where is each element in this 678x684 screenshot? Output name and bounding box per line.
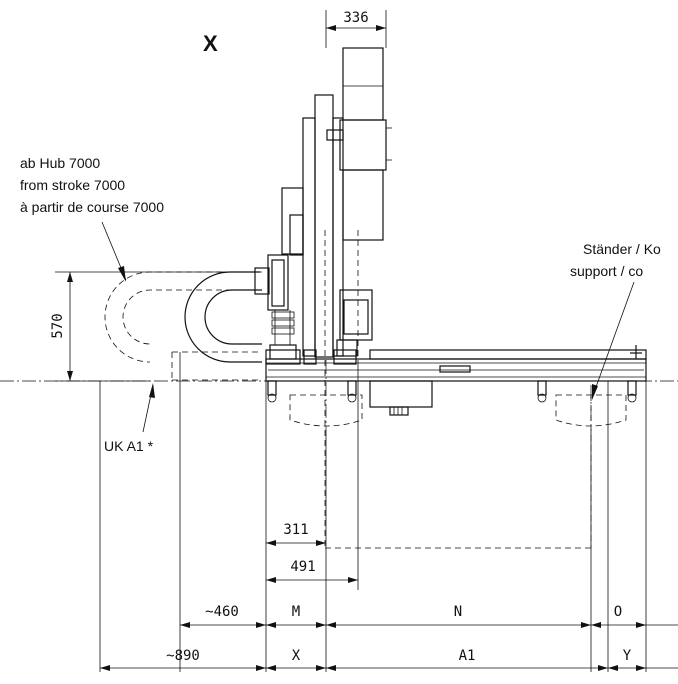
dim-m-text: M: [292, 604, 300, 620]
dim-x-text: X: [292, 648, 301, 664]
stroke-note: ab Hub 7000 from stroke 7000 à partir de…: [20, 155, 164, 282]
stand-note: Ständer / Ko support / co: [570, 241, 661, 400]
dim-y-text: Y: [623, 648, 632, 664]
note-line-1: ab Hub 7000: [20, 155, 100, 171]
uk-note: UK A1 *: [104, 383, 155, 454]
note-line-3: à partir de course 7000: [20, 199, 164, 215]
dim-890-text: ~890: [166, 648, 200, 664]
dim-460-text: ~460: [205, 604, 239, 620]
uk-label: UK A1 *: [104, 438, 154, 454]
dim-336-text: 336: [343, 10, 368, 26]
horizontal-beam: [0, 345, 678, 549]
dim-570-text: 570: [50, 313, 66, 338]
dim-o-text: O: [614, 604, 622, 620]
stand-line-1: Ständer / Ko: [583, 241, 661, 257]
view-label: X: [203, 31, 218, 56]
vertical-axis-assembly: [267, 47, 392, 548]
bottom-dimensions: 311 491 ~460 M N O ~890 X A1 Y: [99, 352, 678, 672]
dim-570: 570: [50, 271, 230, 382]
dim-491-text: 491: [290, 559, 315, 575]
dim-a1-text: A1: [459, 648, 476, 664]
dim-n-text: N: [454, 604, 462, 620]
cable-chain: [104, 267, 270, 381]
stand-line-2: support / co: [570, 263, 643, 279]
dim-311-text: 311: [283, 522, 308, 538]
dim-336: 336: [325, 10, 387, 48]
note-line-2: from stroke 7000: [20, 177, 125, 193]
